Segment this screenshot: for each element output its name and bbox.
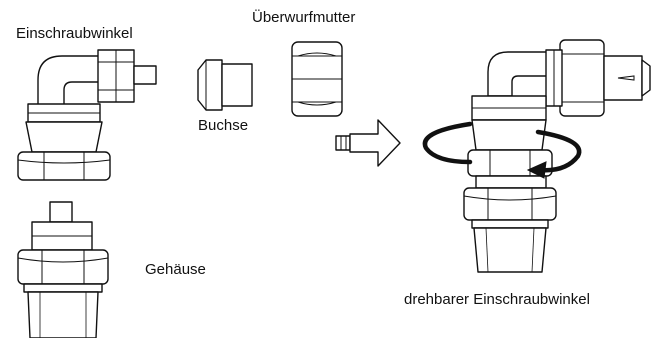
ueberwurfmutter-part: [291, 41, 343, 117]
label-buchse: Buchse: [198, 117, 249, 134]
right-arrow-icon: [335, 119, 401, 167]
einschraubwinkel-part: [17, 49, 157, 181]
buchse-part: [197, 59, 253, 111]
label-ueberwurfmutter: Überwurfmutter: [252, 9, 356, 26]
label-drehbarer-einschraubwinkel: drehbarer Einschraubwinkel: [404, 291, 590, 308]
gehaeuse-part: [17, 201, 109, 338]
label-gehaeuse: Gehäuse: [145, 261, 206, 278]
label-einschraubwinkel: Einschraubwinkel: [16, 25, 133, 42]
rotation-arrow-icon: [422, 121, 582, 179]
drehbarer-einschraubwinkel-part: [463, 39, 651, 273]
